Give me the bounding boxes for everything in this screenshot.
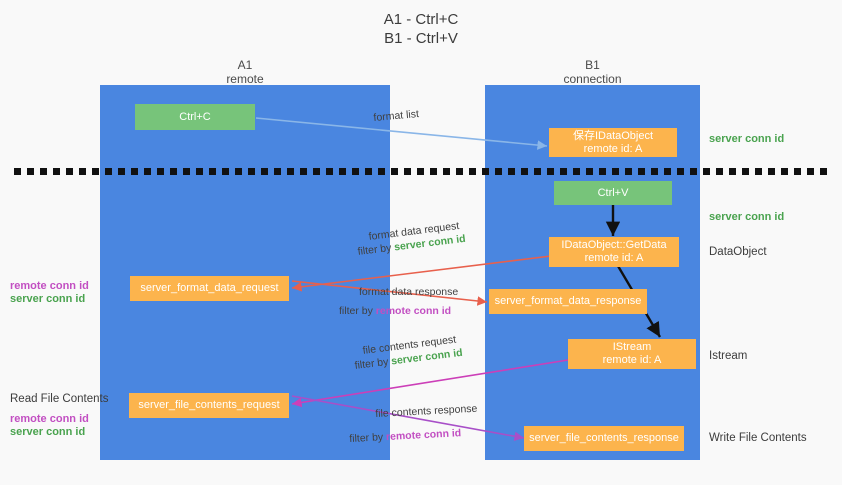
box-ctrl-c-label: Ctrl+C <box>179 110 211 123</box>
box-server-format-data-response[interactable]: server_format_data_response <box>489 289 647 314</box>
box-save-idataobject[interactable]: 保存IDataObject remote id: A <box>549 128 677 157</box>
box-server-file-contents-response-label: server_file_contents_response <box>529 432 679 444</box>
title-line-1: A1 - Ctrl+C <box>383 11 459 28</box>
filter-prefix-4: filter by <box>349 431 387 445</box>
label-file-contents-response: file contents response <box>375 402 478 420</box>
label-format-data-response: format data response <box>359 286 459 298</box>
box-getdata[interactable]: IDataObject::GetData remote id: A <box>549 237 679 267</box>
box-server-file-contents-request-label: server_file_contents_request <box>138 399 280 411</box>
annotation-server-conn-id-1: server conn id <box>709 133 785 145</box>
box-ctrl-v[interactable]: Ctrl+V <box>554 181 672 205</box>
annotation-istream: Istream <box>709 350 748 362</box>
lane-a1-subtitle: remote <box>226 72 264 86</box>
box-server-file-contents-response[interactable]: server_file_contents_response <box>524 426 684 451</box>
box-server-format-data-request[interactable]: server_format_data_request <box>130 276 289 301</box>
box-server-file-contents-request[interactable]: server_file_contents_request <box>129 393 289 418</box>
lane-header-a1: A1 remote <box>100 58 390 86</box>
annotation-write-file-contents: Write File Contents <box>709 432 807 444</box>
annotation-remote-conn-id-2: remote conn id <box>10 413 89 425</box>
annotation-dataobject: DataObject <box>709 246 767 258</box>
page-title: A1 - Ctrl+C B1 - Ctrl+V <box>0 10 842 48</box>
box-save-idataobject-label: 保存IDataObject <box>572 129 654 142</box>
box-istream-label: IStream <box>612 341 652 353</box>
box-istream-sub: remote id: A <box>602 354 662 366</box>
filter-prefix-2: filter by <box>339 305 376 317</box>
annotation-server-conn-id-3: server conn id <box>10 293 86 305</box>
box-getdata-label: IDataObject::GetData <box>561 239 667 251</box>
box-server-format-data-response-label: server_format_data_response <box>494 295 642 307</box>
filter-accent-remote-conn-id-1: remote conn id <box>375 305 452 317</box>
lane-b1-name: B1 <box>585 58 600 72</box>
title-line-2: B1 - Ctrl+V <box>384 30 458 47</box>
annotation-server-conn-id-2: server conn id <box>709 211 785 223</box>
phase-divider <box>14 168 828 175</box>
box-server-format-data-request-label: server_format_data_request <box>140 282 279 294</box>
filter-accent-remote-conn-id-2: remote conn id <box>385 427 462 444</box>
box-istream[interactable]: IStream remote id: A <box>568 339 696 369</box>
annotation-read-file-contents: Read File Contents <box>10 393 109 405</box>
label-format-data-response-filter: filter by remote conn id <box>339 305 451 318</box>
box-ctrl-c[interactable]: Ctrl+C <box>135 104 255 130</box>
lane-b1-subtitle: connection <box>563 72 622 86</box>
lane-a1-name: A1 <box>237 58 253 72</box>
annotation-remote-conn-id-1: remote conn id <box>10 280 89 292</box>
box-save-idataobject-sub: remote id: A <box>583 142 643 155</box>
annotation-server-conn-id-4: server conn id <box>10 426 86 438</box>
lane-header-b1: B1 connection <box>485 58 700 86</box>
box-ctrl-v-label: Ctrl+V <box>597 186 629 199</box>
box-getdata-sub: remote id: A <box>584 252 644 264</box>
label-format-list: format list <box>373 108 420 124</box>
